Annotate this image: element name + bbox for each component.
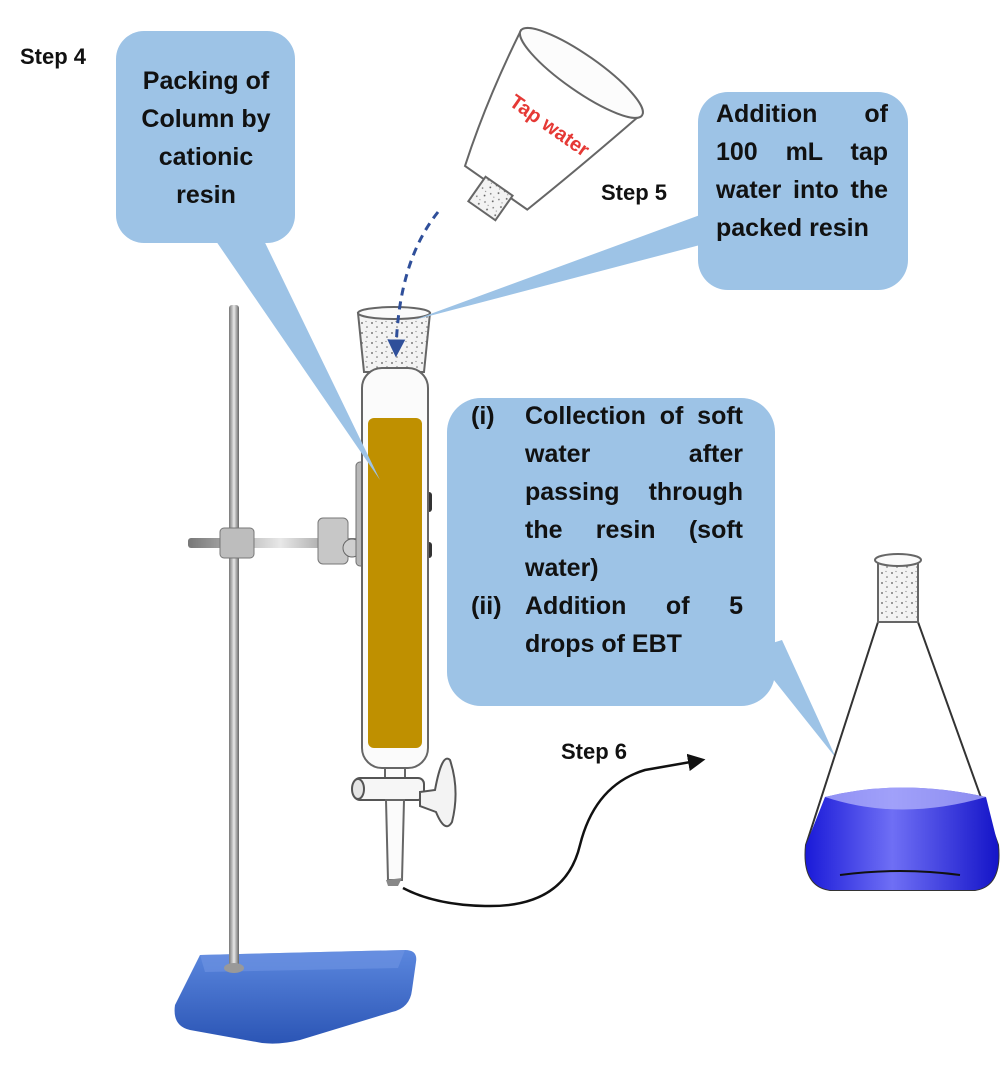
chromatography-column xyxy=(351,306,457,886)
conical-flask xyxy=(804,553,1000,891)
callout-collection xyxy=(447,398,836,758)
pour-arrow xyxy=(387,211,440,358)
item-marker: (i) xyxy=(471,402,495,430)
callout-packing xyxy=(116,31,380,480)
item-text: Addition of 5 drops of EBT xyxy=(525,592,743,658)
step6-arrow xyxy=(402,753,706,908)
funnel: Tap water xyxy=(463,27,645,222)
stand-base xyxy=(174,950,417,1044)
stand-rod xyxy=(229,305,239,968)
soft-water xyxy=(805,787,999,890)
collection-item-2: (ii) Addition of 5 drops of EBT xyxy=(471,587,743,663)
retort-stand xyxy=(174,305,417,1044)
addition-callout-text: Addition of 100 mL tap water into the pa… xyxy=(716,100,888,242)
item-text: Collection of soft water after passing t… xyxy=(525,402,743,582)
packing-callout-text: Packing of Column by cationic resin xyxy=(141,67,271,209)
step-5-label: Step 5 xyxy=(601,180,668,205)
collection-item-1: (i) Collection of soft water after passi… xyxy=(471,397,743,587)
resin-bed xyxy=(368,418,422,748)
step-4-label: Step 4 xyxy=(20,44,87,69)
callout-addition xyxy=(414,92,908,320)
step-6-label: Step 6 xyxy=(561,739,628,764)
collection-callout-list: (i) Collection of soft water after passi… xyxy=(471,397,743,663)
item-marker: (ii) xyxy=(471,592,502,620)
